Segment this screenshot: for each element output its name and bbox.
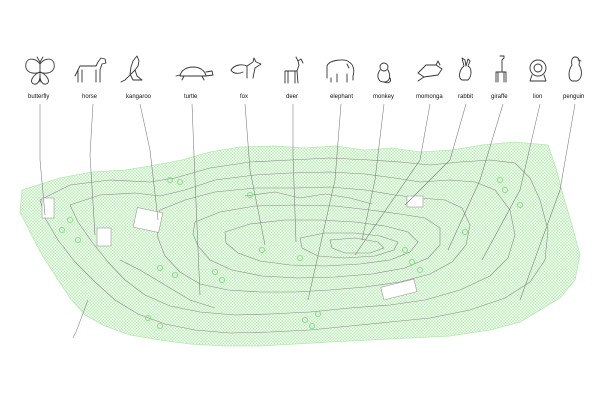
tree-mark bbox=[166, 176, 173, 183]
tree-mark bbox=[408, 258, 415, 265]
tree-mark bbox=[246, 191, 253, 198]
elephant-house bbox=[380, 278, 418, 301]
tree-mark bbox=[301, 316, 308, 323]
label-elephant: elephant bbox=[330, 94, 353, 100]
label-turtle: turtle bbox=[184, 94, 198, 100]
tree-mark bbox=[218, 276, 225, 283]
animal-icons bbox=[25, 55, 582, 85]
elephant-icon bbox=[326, 59, 355, 83]
tree-mark bbox=[211, 268, 218, 275]
label-kangaroo: kangaroo bbox=[126, 94, 152, 100]
contour-lines bbox=[39, 157, 549, 334]
tree-mark bbox=[258, 246, 265, 253]
label-giraffe: giraffe bbox=[491, 94, 508, 100]
label-lion: lion bbox=[533, 94, 542, 100]
butterfly-house bbox=[96, 227, 112, 247]
penguin-icon bbox=[568, 56, 582, 82]
tree-mark bbox=[517, 201, 524, 208]
tree-mark bbox=[156, 322, 163, 329]
tree-mark bbox=[67, 216, 74, 223]
site-area bbox=[19, 141, 581, 347]
fox-icon bbox=[230, 57, 262, 79]
label-rabbit: rabbit bbox=[458, 94, 473, 100]
rabbit-icon bbox=[459, 57, 472, 81]
turtle-icon bbox=[175, 66, 214, 81]
tree-mark bbox=[314, 310, 321, 317]
tree-mark bbox=[156, 264, 163, 271]
tree-mark bbox=[496, 176, 503, 183]
label-horse: horse bbox=[82, 94, 98, 100]
tree-mark bbox=[308, 322, 315, 329]
tree-mark bbox=[501, 186, 508, 193]
leader-lines bbox=[39, 103, 576, 301]
monkey-icon bbox=[377, 62, 391, 84]
enclosure-buildings bbox=[41, 195, 424, 301]
tree-mark bbox=[416, 266, 423, 273]
label-penguin: penguin bbox=[563, 94, 584, 100]
vegetation bbox=[59, 176, 524, 329]
label-butterfly: butterfly bbox=[28, 94, 49, 100]
tree-mark bbox=[401, 246, 408, 253]
animal-labels: butterfly horse kangaroo turtle fox deer… bbox=[28, 94, 584, 100]
label-fox: fox bbox=[240, 94, 248, 100]
giraffe-icon bbox=[495, 55, 507, 83]
label-momonga: momonga bbox=[416, 94, 443, 100]
deer-icon bbox=[284, 56, 304, 84]
kangaroo-house bbox=[132, 207, 164, 233]
tree-mark bbox=[461, 228, 468, 235]
horse-icon bbox=[74, 57, 107, 83]
tree-mark bbox=[59, 226, 66, 233]
access-road bbox=[72, 299, 89, 339]
tree-mark bbox=[296, 254, 303, 261]
label-deer: deer bbox=[286, 94, 298, 100]
momonga-icon bbox=[417, 60, 443, 82]
tree-mark bbox=[171, 271, 178, 278]
lion-icon bbox=[529, 59, 547, 82]
butterfly-icon bbox=[25, 56, 55, 85]
kangaroo-icon bbox=[120, 55, 143, 83]
tree-mark bbox=[144, 314, 151, 321]
tree-mark bbox=[176, 178, 183, 185]
label-monkey: monkey bbox=[373, 94, 394, 100]
tree-mark bbox=[75, 236, 82, 243]
rabbit-house bbox=[406, 195, 424, 208]
